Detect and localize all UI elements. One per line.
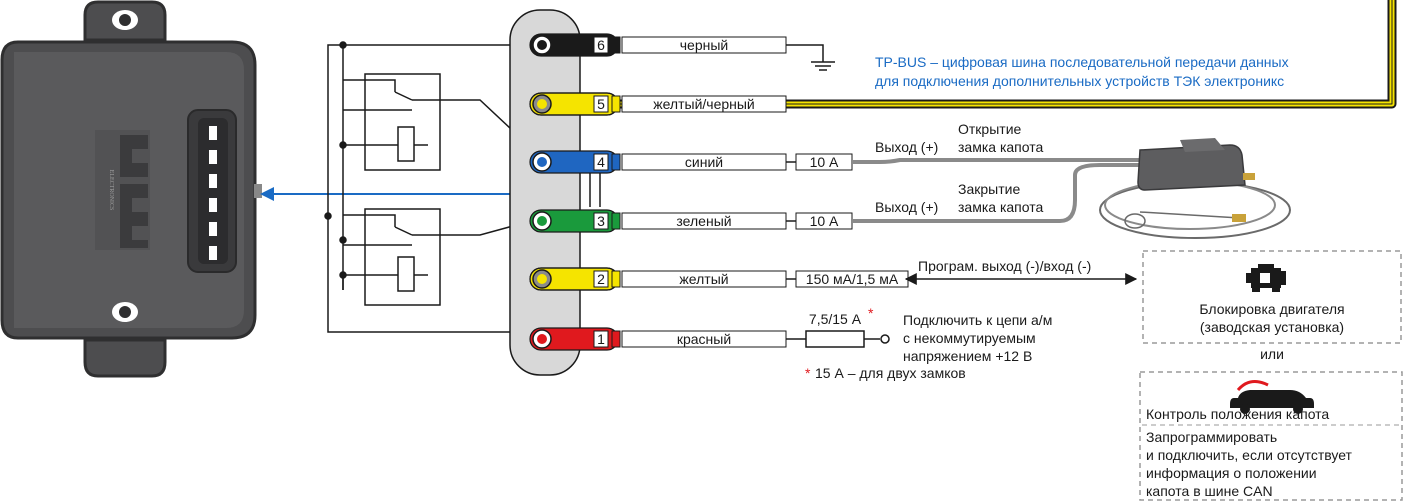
or-text: или bbox=[1260, 346, 1284, 362]
wire-label-box bbox=[621, 95, 787, 113]
wire-label: красный bbox=[677, 331, 731, 347]
wire-2: 2 желтый 150 мА/1,5 мА bbox=[529, 267, 909, 291]
wire-label: желтый/черный bbox=[653, 96, 755, 112]
pin-number: 6 bbox=[597, 37, 605, 53]
pin-number: 1 bbox=[597, 331, 605, 347]
pin-number-box bbox=[593, 153, 609, 171]
bottom-mounting-ear bbox=[83, 338, 167, 378]
tp-bus-cable bbox=[620, 0, 1397, 109]
prog-io-label: Програм. выход (-)/вход (-) bbox=[918, 258, 1091, 274]
wire-label: желтый bbox=[679, 271, 728, 287]
hood-box-line1: Запрограммировать bbox=[1146, 429, 1277, 445]
wire-label: черный bbox=[680, 37, 728, 53]
pin-number: 5 bbox=[597, 96, 605, 112]
pin-number-box bbox=[593, 95, 609, 113]
wire-3: 3 зеленый 10 А bbox=[529, 209, 853, 233]
power-fuse-label: 7,5/15 А bbox=[809, 311, 862, 327]
hood-lock-actuator bbox=[851, 138, 1291, 239]
close-output-desc: замка капота bbox=[958, 199, 1043, 215]
close-output-prefix: Выход (+) bbox=[875, 199, 938, 215]
tp-bus-note-line1: TP-BUS – цифровая шина последовательной … bbox=[875, 54, 1289, 70]
tp-bus-note-line2: для подключения дополнительных устройств… bbox=[875, 73, 1284, 89]
power-fuse-mark: * bbox=[868, 305, 874, 321]
pin-number-box bbox=[593, 330, 609, 348]
power-note-line1: Подключить к цепи а/м bbox=[903, 312, 1052, 328]
wire-4: 4 синий 10 А bbox=[529, 150, 853, 174]
open-output-prefix: Выход (+) bbox=[875, 139, 938, 155]
fuse-label: 10 А bbox=[810, 154, 839, 170]
fuse-power bbox=[805, 330, 865, 348]
wire-label: синий bbox=[685, 154, 723, 170]
wire-label: зеленый bbox=[676, 213, 731, 229]
hood-box-title: Контроль положения капота bbox=[1146, 406, 1329, 422]
power-note-line2: с некоммутируемым bbox=[903, 330, 1036, 346]
hood-box-line3: информация о положении bbox=[1146, 465, 1317, 481]
pin-number-box bbox=[593, 36, 609, 54]
pin-number-box bbox=[593, 270, 609, 288]
pin-number-box bbox=[593, 212, 609, 230]
control-module bbox=[0, 0, 262, 378]
relay-wiring bbox=[324, 41, 543, 333]
fuse-footnote-mark: * bbox=[805, 365, 811, 381]
pin-number: 3 bbox=[597, 213, 605, 229]
ground-icon bbox=[786, 44, 835, 71]
engine-icon bbox=[1246, 264, 1286, 292]
open-output-desc: замка капота bbox=[958, 139, 1043, 155]
pin-number: 4 bbox=[597, 154, 605, 170]
connection-arrow-head bbox=[260, 187, 274, 201]
car-hood-icon bbox=[1230, 379, 1314, 414]
engine-block-box bbox=[1142, 250, 1402, 344]
wire-6: 6 черный bbox=[529, 33, 787, 57]
hood-control-box bbox=[1139, 371, 1403, 501]
power-terminal bbox=[880, 334, 890, 344]
engine-box-line1: Блокировка двигателя bbox=[1199, 301, 1344, 317]
fuse-label: 150 мА/1,5 мА bbox=[806, 271, 899, 287]
engine-box-line2: (заводская установка) bbox=[1200, 319, 1344, 335]
close-output-title: Закрытие bbox=[958, 181, 1020, 197]
fuse-label: 10 А bbox=[810, 213, 839, 229]
open-output-title: Открытие bbox=[958, 121, 1022, 137]
power-note-line3: напряжением +12 В bbox=[903, 348, 1032, 364]
wire-5: 5 желтый/черный bbox=[529, 92, 787, 116]
module-brand-text: ELECTRONICS bbox=[108, 170, 114, 211]
wire-1: 1 красный bbox=[529, 327, 787, 351]
hood-box-line4: капота в шине CAN bbox=[1146, 483, 1273, 499]
fuse-footnote: 15 А – для двух замков bbox=[815, 365, 966, 381]
hood-box-line2: и подключить, если отсутствует bbox=[1146, 447, 1353, 463]
pin-number: 2 bbox=[597, 271, 605, 287]
wire-connector-block bbox=[509, 9, 581, 376]
